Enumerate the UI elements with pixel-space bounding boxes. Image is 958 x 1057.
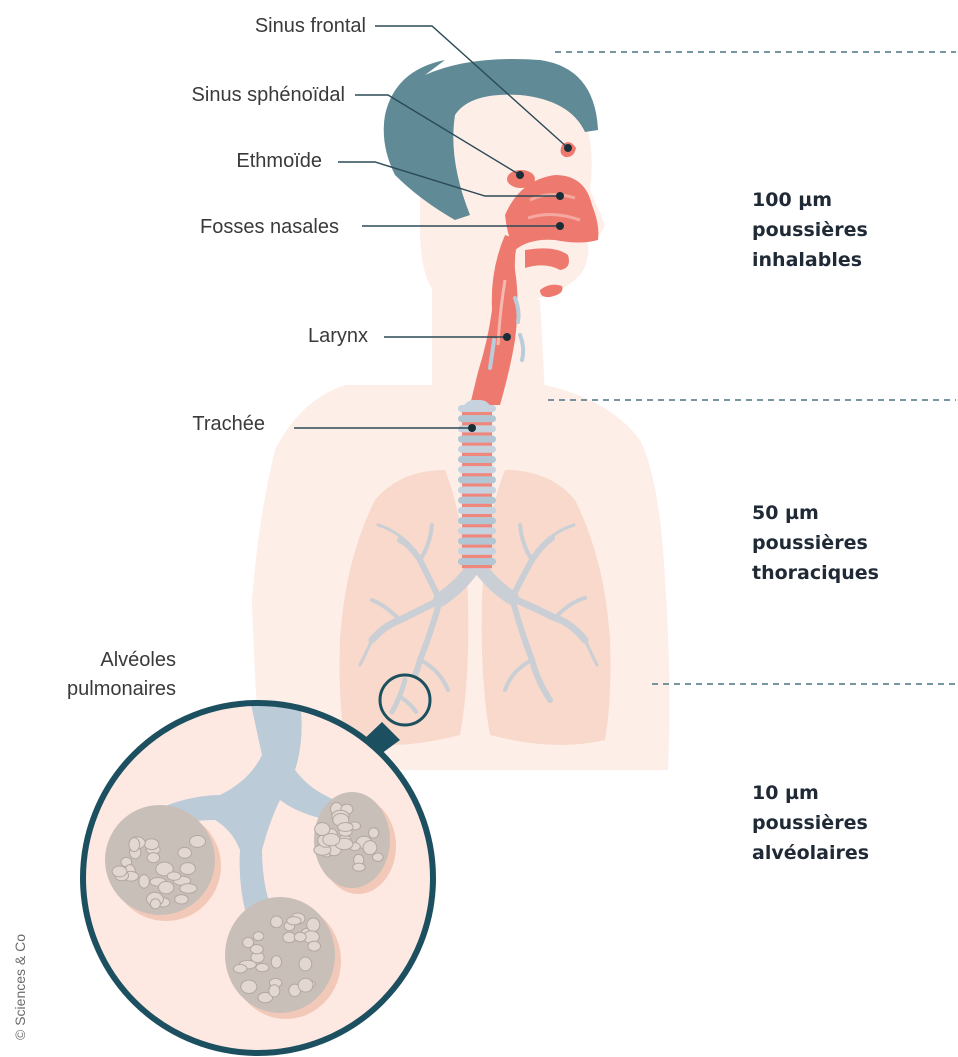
alveolus xyxy=(256,964,269,972)
trachea-gap xyxy=(462,565,492,568)
alveolus xyxy=(373,853,384,861)
trachea-ring xyxy=(458,456,496,463)
trachea-gap xyxy=(462,494,492,497)
alveolus xyxy=(271,916,283,928)
alveolus xyxy=(323,833,340,845)
zone-inhalable-line1: poussières xyxy=(752,219,868,241)
label-larynx: Larynx xyxy=(308,325,368,347)
trachea-gap xyxy=(462,422,492,425)
trachea-gap xyxy=(462,473,492,476)
trachea-gap xyxy=(462,412,492,415)
alveolus xyxy=(144,839,158,850)
alveolus xyxy=(139,875,150,889)
copyright-credit: © Sciences & Co xyxy=(12,934,28,1040)
label-sinus-frontal: Sinus frontal xyxy=(255,15,366,37)
trachea-ring xyxy=(458,425,496,432)
zone-inhalable-line2: inhalables xyxy=(752,249,862,271)
trachea-gap xyxy=(462,534,492,537)
zone-thoracic-size: 50 µm xyxy=(752,502,819,524)
trachea xyxy=(458,400,496,570)
alveolus xyxy=(180,863,195,875)
alveolus xyxy=(243,937,254,947)
trachea-ring xyxy=(458,415,496,422)
label-sinus-sphenoidal: Sinus sphénoïdal xyxy=(192,84,345,106)
alveolus xyxy=(287,917,301,925)
zone-alveolar-line1: poussières xyxy=(752,812,868,834)
alveolus xyxy=(307,918,320,932)
trachea-ring xyxy=(458,476,496,483)
trachea-ring xyxy=(458,446,496,453)
trachea-gap xyxy=(462,555,492,558)
alveolus xyxy=(308,941,321,951)
alveolus xyxy=(363,841,377,855)
zone-alveolar-size: 10 µm xyxy=(752,782,819,804)
label-trachee: Trachée xyxy=(192,413,265,435)
zone-inhalable-size: 100 µm xyxy=(752,189,832,211)
trachea-ring xyxy=(458,436,496,443)
trachea-ring xyxy=(458,487,496,494)
trachea-gap xyxy=(462,443,492,446)
trachea-ring xyxy=(458,466,496,473)
trachea-ring xyxy=(458,538,496,545)
alveolus xyxy=(269,985,280,997)
alveoli-cluster xyxy=(225,897,335,1013)
trachea-gap xyxy=(462,463,492,466)
alveolus xyxy=(338,823,353,832)
alveolus xyxy=(233,964,247,973)
alveolus xyxy=(283,932,296,943)
label-alveoles-line2: pulmonaires xyxy=(67,678,176,700)
trachea-gap xyxy=(462,432,492,435)
alveolus xyxy=(299,957,312,971)
trachea-gap xyxy=(462,453,492,456)
alveolus xyxy=(158,881,173,893)
alveoli-zoom xyxy=(83,700,433,1053)
alveolus xyxy=(175,895,189,904)
alveolus xyxy=(129,838,140,852)
alveolus xyxy=(150,899,160,909)
label-alveoles-line1: Alvéoles xyxy=(100,649,176,671)
trachea-ring xyxy=(458,405,496,412)
label-ethmoide: Ethmoïde xyxy=(236,150,322,172)
alveolus xyxy=(112,866,127,877)
alveolus xyxy=(294,932,306,941)
alveolus xyxy=(298,978,313,992)
zone-thoracic-line1: poussières xyxy=(752,532,868,554)
trachea-ring xyxy=(458,527,496,534)
alveolus xyxy=(178,847,192,858)
trachea-gap xyxy=(462,514,492,517)
trachea-gap xyxy=(462,545,492,548)
alveolus xyxy=(180,884,197,894)
alveolus xyxy=(353,863,366,871)
label-fosses-nasales: Fosses nasales xyxy=(200,216,339,238)
alveolus xyxy=(147,853,160,863)
alveolus xyxy=(167,872,181,881)
trachea-gap xyxy=(462,504,492,507)
trachea-ring xyxy=(458,497,496,504)
alveolus xyxy=(241,980,257,994)
alveolus xyxy=(190,836,206,848)
trachea-ring xyxy=(458,548,496,555)
zone-labels: 100 µm poussières inhalables 50 µm pouss… xyxy=(752,189,879,864)
zone-alveolar-line2: alvéolaires xyxy=(752,842,869,864)
alveolus xyxy=(253,932,264,941)
trachea-ring xyxy=(458,558,496,565)
trachea-ring xyxy=(458,517,496,524)
alveolus xyxy=(368,828,378,838)
zone-thoracic-line2: thoraciques xyxy=(752,562,879,584)
trachea-gap xyxy=(462,483,492,486)
trachea-gap xyxy=(462,524,492,527)
trachea-ring xyxy=(458,507,496,514)
alveolus xyxy=(271,956,281,968)
